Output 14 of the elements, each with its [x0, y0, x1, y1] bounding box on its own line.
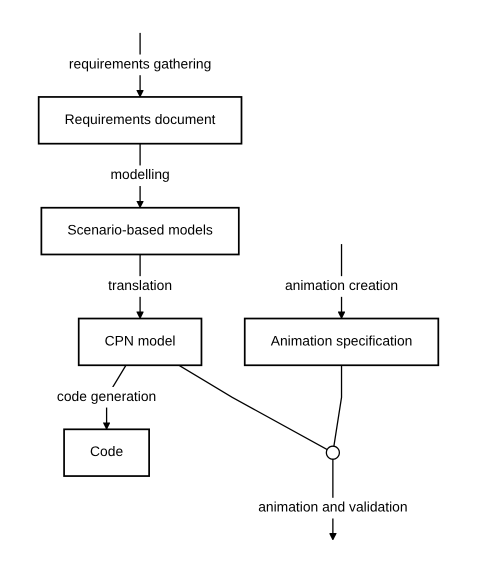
node-box: CPN model: [78, 318, 202, 366]
edge-label: translation: [108, 278, 172, 294]
node-box: Requirements document: [38, 96, 242, 145]
connector: [333, 365, 342, 446]
connector: [178, 364, 328, 450]
node-box: Animation specification: [244, 318, 440, 366]
edge-label: code generation: [56, 390, 156, 404]
edge-label: modelling: [110, 168, 170, 183]
edge-label: animation and validation: [258, 500, 408, 516]
edge-label: animation creation: [284, 278, 398, 294]
edge-label: requirements gathering: [68, 57, 212, 72]
node-circle: [326, 446, 340, 460]
node-box: Scenario-based models: [40, 206, 240, 256]
node-box: Code: [63, 428, 150, 477]
